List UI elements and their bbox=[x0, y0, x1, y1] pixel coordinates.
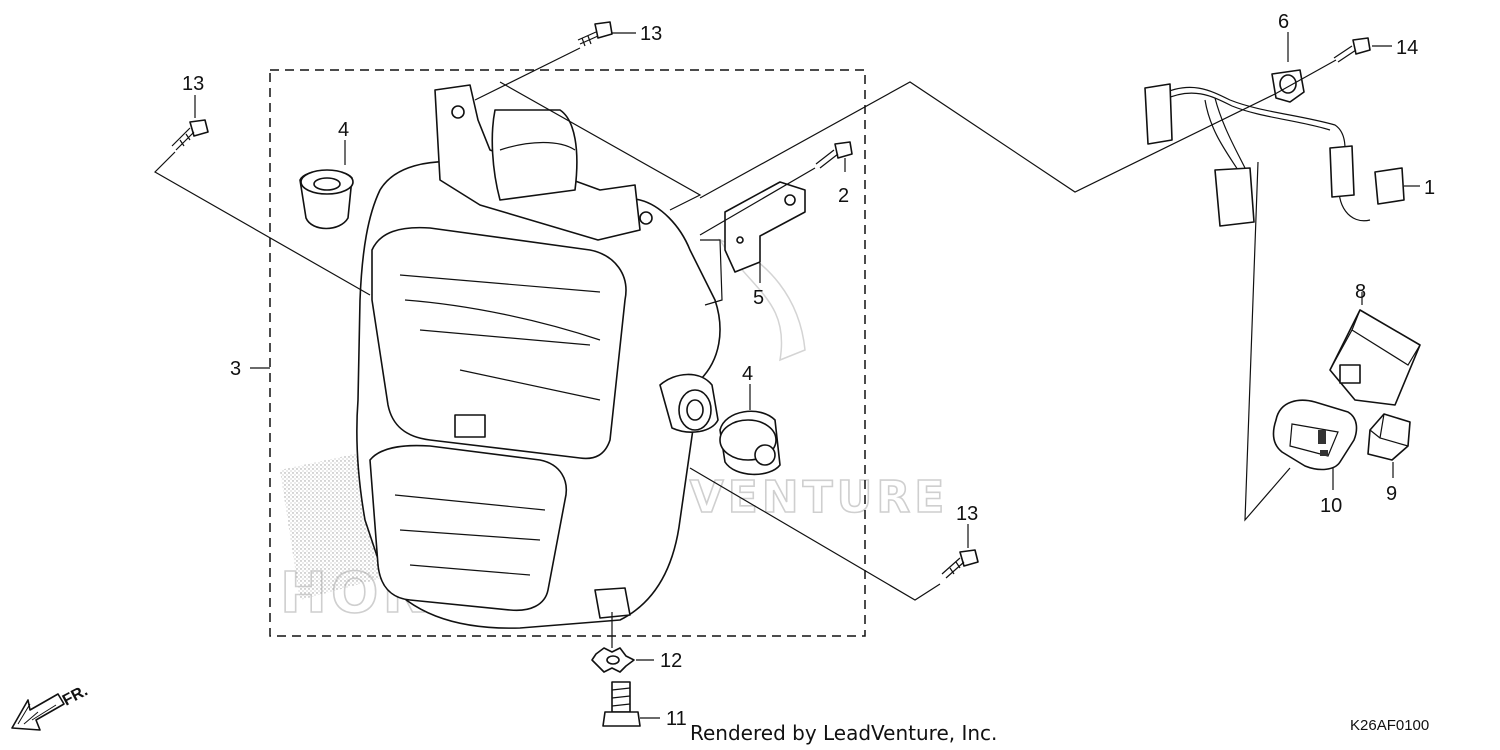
terminal-cap bbox=[1367, 413, 1411, 461]
bracket bbox=[724, 181, 806, 273]
drawing-code: K26AF0100 bbox=[1350, 717, 1429, 734]
screw-13-top bbox=[577, 21, 613, 47]
screw-13-left bbox=[171, 119, 209, 151]
callout-14: 14 bbox=[1396, 37, 1418, 59]
grommet-upper bbox=[299, 169, 354, 230]
relay bbox=[1329, 309, 1421, 406]
callout-8: 8 bbox=[1355, 281, 1366, 303]
front-label: FR. bbox=[60, 682, 91, 709]
screw-14 bbox=[1333, 37, 1371, 63]
grommet-lower bbox=[719, 410, 781, 476]
callout-1: 1 bbox=[1424, 177, 1435, 199]
front-direction-indicator: FR. bbox=[11, 682, 91, 731]
relay-holder bbox=[1272, 399, 1358, 471]
callout-4-lower: 4 bbox=[742, 363, 753, 385]
callout-10: 10 bbox=[1320, 495, 1342, 517]
callout-11: 11 bbox=[666, 708, 687, 730]
screw-13-right bbox=[941, 549, 979, 579]
callout-5: 5 bbox=[753, 287, 764, 309]
callout-12: 12 bbox=[660, 650, 682, 672]
screw-2 bbox=[815, 141, 853, 169]
leader-lines bbox=[154, 32, 1420, 719]
wire-harness bbox=[1144, 83, 1405, 227]
washer-12 bbox=[591, 647, 635, 673]
callout-13-right: 13 bbox=[956, 503, 978, 525]
bolt-11 bbox=[602, 681, 641, 727]
headlight-assembly bbox=[280, 84, 723, 629]
callout-9: 9 bbox=[1386, 483, 1397, 505]
callout-2: 2 bbox=[838, 185, 849, 207]
callouts: 13 13 4 3 2 5 4 13 12 11 6 14 1 8 10 9 bbox=[182, 11, 1435, 730]
callout-6: 6 bbox=[1278, 11, 1289, 33]
callout-13-top: 13 bbox=[640, 23, 662, 45]
callout-4-upper: 4 bbox=[338, 119, 349, 141]
callout-13-left: 13 bbox=[182, 73, 204, 95]
clamp bbox=[1271, 69, 1305, 103]
assembly-boundary bbox=[269, 69, 866, 637]
credit-text: Rendered by LeadVenture, Inc. bbox=[690, 721, 997, 745]
callout-3: 3 bbox=[230, 358, 241, 380]
